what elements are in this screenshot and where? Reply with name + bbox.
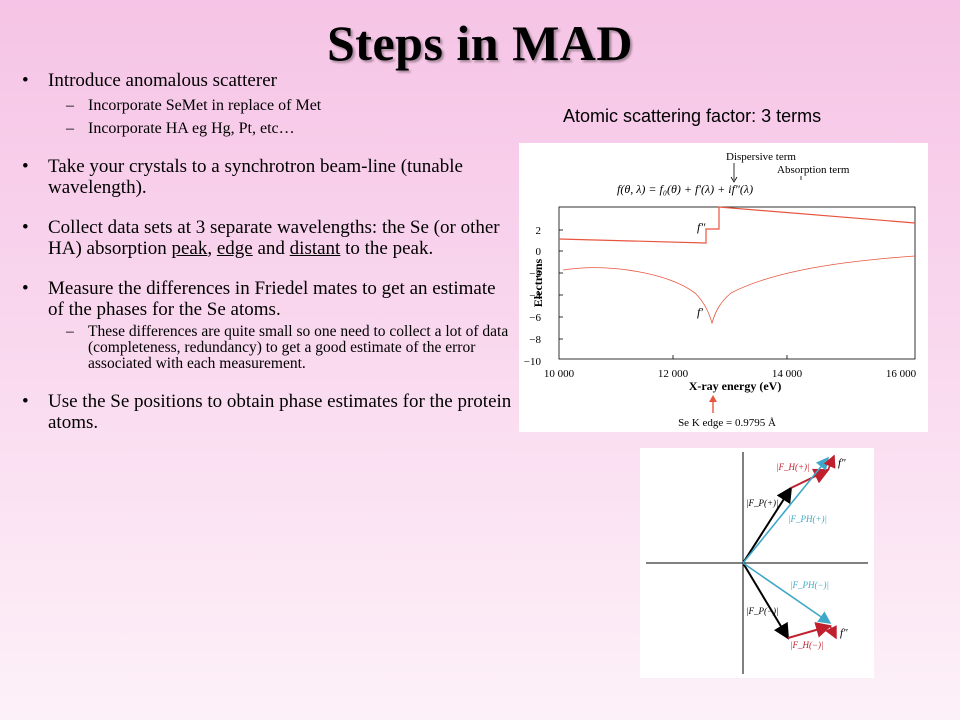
dispersive-term-label: Dispersive term <box>726 151 796 163</box>
f-prime-curve <box>562 255 916 325</box>
x-tick-label: 14 000 <box>772 368 803 380</box>
bullet-marker: • <box>22 217 29 238</box>
y-tick-label: −2 <box>529 268 541 280</box>
absorption-term-label: Absorption term <box>777 164 850 176</box>
distant-word: distant <box>289 238 341 259</box>
sub-bullet-text: These differences are quite small so one… <box>88 323 509 372</box>
x-tick-label: 10 000 <box>544 368 575 380</box>
x-tick-label: 16 000 <box>886 368 917 380</box>
f-double-prime-curve <box>558 206 916 244</box>
bullet-text-part: Collect data sets at 3 separate waveleng… <box>48 217 500 259</box>
fh-minus-vector <box>787 622 832 639</box>
fh-minus-label: |F_H(−)| <box>790 640 824 650</box>
fpp-top-label: f″ <box>838 457 846 469</box>
fpp-plus-vector <box>823 454 836 471</box>
y-tick-label: 0 <box>536 246 542 258</box>
bullet-text-part: and <box>252 238 290 259</box>
bullet-text: Take your crystals to a synchrotron beam… <box>48 156 463 198</box>
fph-minus-vector <box>742 562 832 624</box>
y-tick-label: −4 <box>529 290 541 302</box>
bullet-text-part: , <box>207 238 217 259</box>
bullet-text: Introduce anomalous scatterer <box>48 70 277 91</box>
edge-note: Se K edge = 0.9795 Å <box>678 417 776 429</box>
phase-vector-diagram: |F_H(+)| f″ |F_P(+)| |F_PH(+)| |F_PH(−)|… <box>640 448 874 678</box>
sub-bullet-item: – Incorporate SeMet in replace of Met <box>22 97 512 114</box>
dispersive-arrow-head <box>730 176 738 183</box>
slide-title: Steps in MAD <box>326 15 634 71</box>
dash-marker: – <box>66 120 74 137</box>
bullet-item: • Take your crystals to a synchrotron be… <box>22 156 512 198</box>
dash-marker: – <box>66 323 74 340</box>
figure-caption: Atomic scattering factor: 3 terms <box>563 106 822 126</box>
bullet-marker: • <box>22 70 29 91</box>
sub-bullet-text: Incorporate SeMet in replace of Met <box>88 97 322 114</box>
scattering-equation: f(θ, λ) = f₀(θ) + f′(λ) + if″(λ) <box>617 182 753 196</box>
bullet-text: Measure the differences in Friedel mates… <box>48 278 496 320</box>
bullet-list: • Introduce anomalous scatterer – Incorp… <box>22 70 512 433</box>
bullet-item: • Collect data sets at 3 separate wavele… <box>22 217 512 259</box>
bullet-item: • Use the Se positions to obtain phase e… <box>22 391 512 433</box>
bullet-text-part: to the peak. <box>340 238 434 259</box>
scattering-factor-figure: Dispersive term Absorption term f(θ, λ) … <box>519 143 928 432</box>
y-tick-label: −10 <box>524 356 542 368</box>
fp-minus-label: |F_P(−)| <box>746 606 779 616</box>
y-axis-label: Electrons <box>531 258 545 307</box>
bullet-marker: • <box>22 391 29 412</box>
f-prime-label: f′ <box>697 305 703 319</box>
y-tick-label: −6 <box>529 312 541 324</box>
bullet-item: • Measure the differences in Friedel mat… <box>22 278 512 320</box>
y-tick-label: −8 <box>529 334 541 346</box>
x-axis-label: X-ray energy (eV) <box>689 379 782 393</box>
bullet-text: Use the Se positions to obtain phase est… <box>48 391 512 433</box>
fpp-minus-vector <box>825 625 837 640</box>
sub-bullet-item: – These differences are quite small so o… <box>22 324 512 372</box>
fph-plus-vector <box>742 456 830 564</box>
fp-minus-vector <box>742 562 790 640</box>
sub-bullet-text: Incorporate HA eg Hg, Pt, etc… <box>88 120 295 137</box>
peak-word: peak <box>171 238 208 259</box>
edge-arrow-head <box>709 395 717 402</box>
fh-plus-label: |F_H(+)| <box>776 462 810 472</box>
bullet-item: • Introduce anomalous scatterer <box>22 70 512 91</box>
edge-word: edge <box>216 238 253 259</box>
fph-plus-label: |F_PH(+)| <box>788 514 827 524</box>
fpp-bottom-label: f″ <box>840 627 848 639</box>
bullet-marker: • <box>22 156 29 177</box>
dash-marker: – <box>66 97 74 114</box>
plot-frame <box>558 206 916 360</box>
fp-plus-vector <box>742 486 793 564</box>
x-tick-label: 12 000 <box>658 368 689 380</box>
f-double-prime-label: f″ <box>697 220 706 234</box>
fh-plus-vector <box>790 468 830 489</box>
sub-bullet-item: – Incorporate HA eg Hg, Pt, etc… <box>22 120 512 137</box>
fph-minus-label: |F_PH(−)| <box>790 580 829 590</box>
bullet-marker: • <box>22 278 29 299</box>
y-tick-label: 2 <box>536 225 542 237</box>
fp-plus-label: |F_P(+)| <box>746 498 779 508</box>
